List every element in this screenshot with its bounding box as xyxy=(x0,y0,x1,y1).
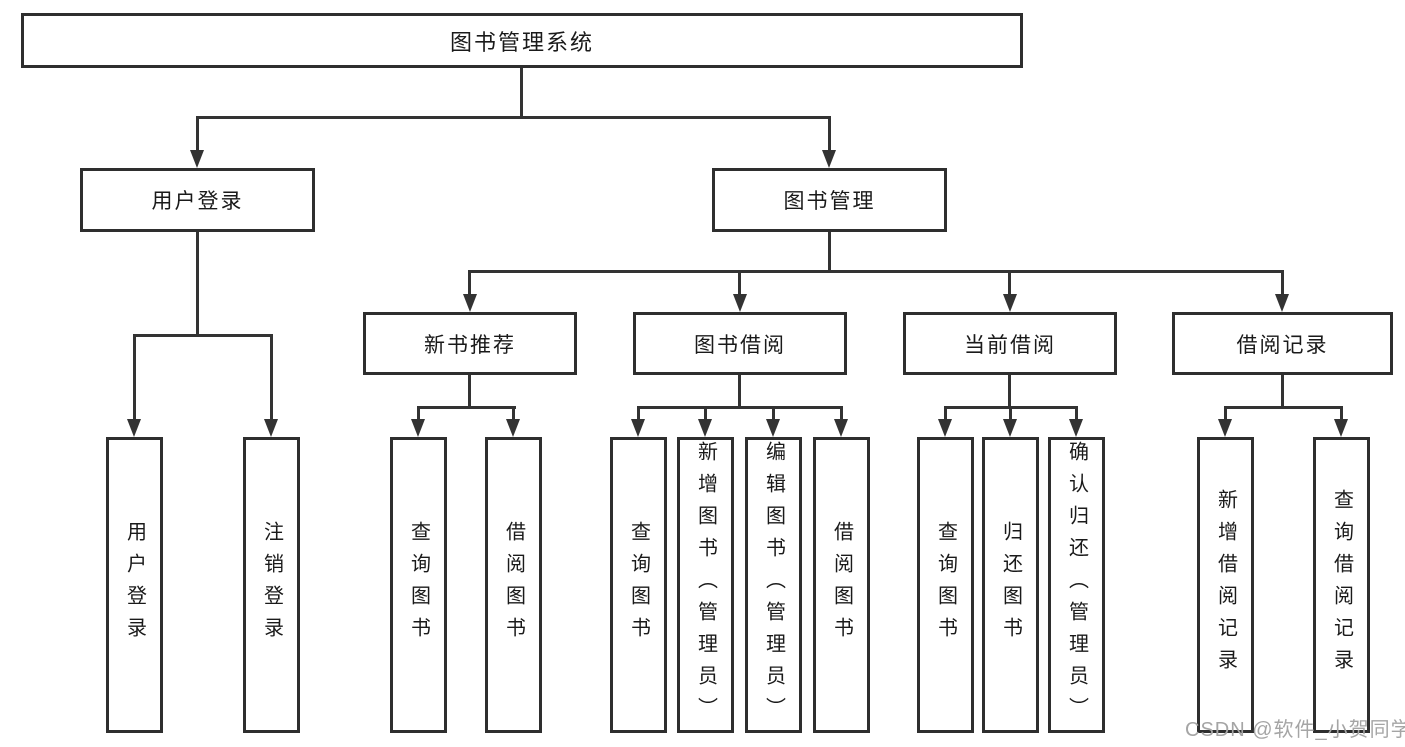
arrowhead-down xyxy=(631,419,645,437)
arrowhead-down xyxy=(1003,419,1017,437)
connector xyxy=(828,232,831,272)
arrowhead-down xyxy=(698,419,712,437)
node-label: 借阅记录 xyxy=(1236,333,1329,357)
connector xyxy=(1340,406,1343,421)
arrowhead-down xyxy=(463,294,477,312)
leaf-query-books-current: 查询图书 xyxy=(917,437,974,733)
leaf-label: 归还图书 xyxy=(999,521,1022,649)
connector xyxy=(133,334,136,420)
node-book-management: 图书管理 xyxy=(712,168,947,232)
connector xyxy=(944,406,947,421)
connector xyxy=(1008,270,1011,296)
leaf-label: 借阅图书 xyxy=(502,521,525,649)
connector xyxy=(196,116,831,119)
leaf-label: 用户登录 xyxy=(123,521,146,649)
arrowhead-down xyxy=(506,419,520,437)
leaf-edit-book-admin: 编辑图书（管理员） xyxy=(745,437,802,733)
leaf-label: 注销登录 xyxy=(260,521,283,649)
leaf-query-books-borrow: 查询图书 xyxy=(610,437,667,733)
leaf-query-borrow-record: 查询借阅记录 xyxy=(1313,437,1370,733)
leaf-label: 查询图书 xyxy=(934,521,957,649)
node-new-book-recommendation: 新书推荐 xyxy=(363,312,577,375)
arrowhead-down xyxy=(1334,419,1348,437)
leaf-label: 新增图书（管理员） xyxy=(694,441,717,729)
connector xyxy=(196,232,199,336)
leaf-label: 查询图书 xyxy=(407,521,430,649)
connector xyxy=(196,116,199,152)
leaf-logout: 注销登录 xyxy=(243,437,300,733)
arrowhead-down xyxy=(822,150,836,168)
leaf-label: 编辑图书（管理员） xyxy=(762,441,785,729)
node-label: 新书推荐 xyxy=(424,333,516,357)
connector xyxy=(1009,406,1012,421)
node-book-borrowing: 图书借阅 xyxy=(633,312,847,375)
node-label: 用户登录 xyxy=(151,190,244,213)
connector xyxy=(1281,270,1284,296)
leaf-return-books: 归还图书 xyxy=(982,437,1039,733)
leaf-label: 确认归还（管理员） xyxy=(1065,441,1088,729)
arrowhead-down xyxy=(1275,294,1289,312)
leaf-query-books-recommend: 查询图书 xyxy=(390,437,447,733)
leaf-borrow-books-recommend: 借阅图书 xyxy=(485,437,542,733)
arrowhead-down xyxy=(127,419,141,437)
arrowhead-down xyxy=(938,419,952,437)
leaf-label: 借阅图书 xyxy=(830,521,853,649)
connector xyxy=(1224,406,1343,409)
node-current-borrowing: 当前借阅 xyxy=(903,312,1117,375)
connector xyxy=(417,406,420,421)
connector xyxy=(133,334,272,337)
node-borrowing-records: 借阅记录 xyxy=(1172,312,1393,375)
node-library-management-system: 图书管理系统 xyxy=(21,13,1023,68)
leaf-label: 新增借阅记录 xyxy=(1214,489,1237,681)
connector xyxy=(1075,406,1078,421)
leaf-borrow-books: 借阅图书 xyxy=(813,437,870,733)
node-label: 图书借阅 xyxy=(694,333,786,357)
node-user-login: 用户登录 xyxy=(80,168,315,232)
arrowhead-down xyxy=(264,419,278,437)
connector xyxy=(468,270,471,296)
csdn-watermark: CSDN @软件_小贺同学 xyxy=(1185,719,1405,741)
connector xyxy=(840,406,843,421)
arrowhead-down xyxy=(1069,419,1083,437)
connector xyxy=(738,375,741,408)
leaf-label: 查询借阅记录 xyxy=(1330,489,1353,681)
connector xyxy=(738,270,741,296)
arrowhead-down xyxy=(1218,419,1232,437)
leaf-user-login: 用户登录 xyxy=(106,437,163,733)
connector xyxy=(637,406,843,409)
leaf-confirm-return-admin: 确认归还（管理员） xyxy=(1048,437,1105,733)
connector xyxy=(704,406,707,421)
connector xyxy=(468,270,1284,273)
arrowhead-down xyxy=(834,419,848,437)
arrowhead-down xyxy=(733,294,747,312)
arrowhead-down xyxy=(411,419,425,437)
connector xyxy=(828,116,831,152)
connector xyxy=(512,406,515,421)
connector xyxy=(468,375,471,408)
arrowhead-down xyxy=(766,419,780,437)
connector xyxy=(637,406,640,421)
connector xyxy=(417,406,516,409)
node-label: 图书管理 xyxy=(783,190,876,213)
connector xyxy=(1224,406,1227,421)
node-label: 当前借阅 xyxy=(964,333,1056,357)
connector xyxy=(772,406,775,421)
connector xyxy=(270,334,273,420)
leaf-add-borrow-record: 新增借阅记录 xyxy=(1197,437,1254,733)
leaf-add-book-admin: 新增图书（管理员） xyxy=(677,437,734,733)
connector xyxy=(520,68,523,118)
leaf-label: 查询图书 xyxy=(627,521,650,649)
arrowhead-down xyxy=(1003,294,1017,312)
arrowhead-down xyxy=(190,150,204,168)
connector xyxy=(1281,375,1284,408)
connector xyxy=(1008,375,1011,408)
node-label: 图书管理系统 xyxy=(449,29,594,55)
